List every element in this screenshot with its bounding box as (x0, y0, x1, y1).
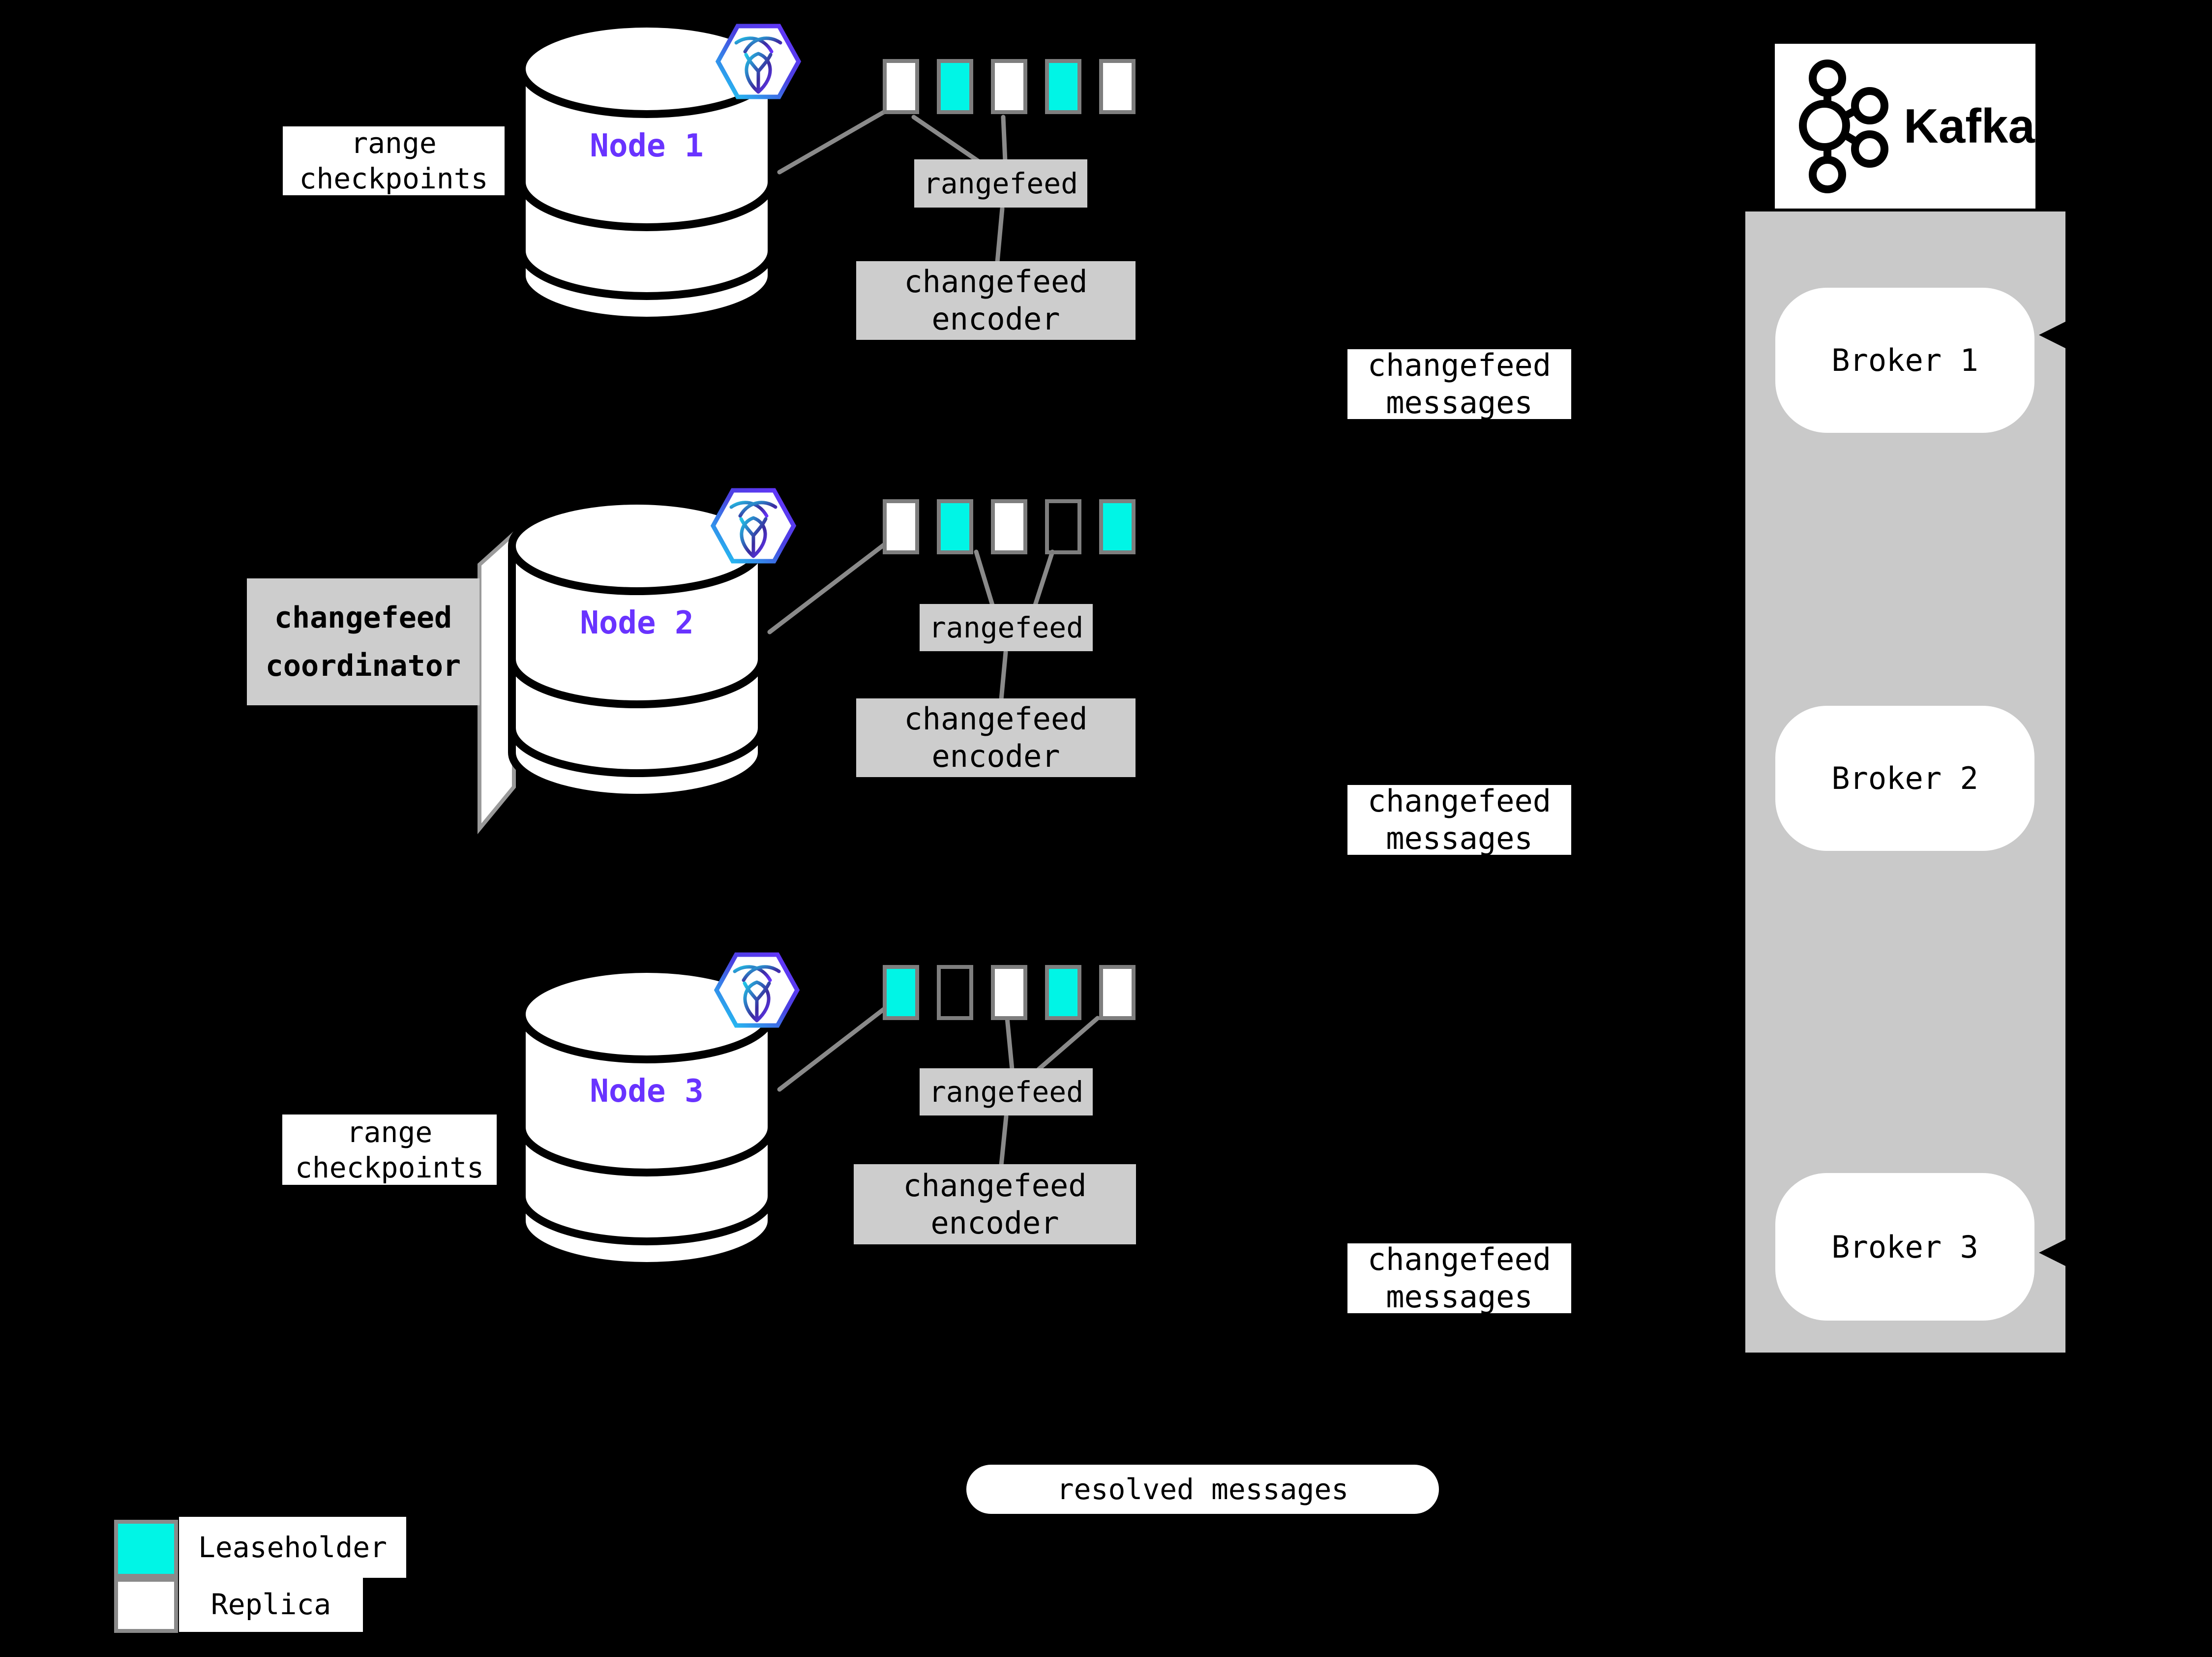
node1-changefeed-encoder-box: changefeed encoder (856, 261, 1136, 340)
range-cell-empty (937, 965, 973, 1020)
node2-rangefeed-box: rangefeed (920, 604, 1093, 651)
legend-swatch-leaseholder (114, 1520, 178, 1578)
label-line: encoder (931, 301, 1060, 337)
range-cell-leaseholder (1099, 499, 1136, 554)
label-line: range (351, 126, 437, 160)
connector-lines (767, 110, 1100, 1168)
range-checkpoints-label-node1: range checkpoints (283, 126, 505, 195)
label-line: coordinator (265, 649, 461, 683)
label-line: checkpoints (299, 162, 488, 195)
range-cell-replica (991, 965, 1027, 1020)
node2-changefeed-encoder-box: changefeed encoder (856, 698, 1136, 777)
kafka-header-box: Kafka (1775, 44, 2035, 209)
coordinator-flag-strip (478, 529, 516, 835)
range-cell-leaseholder (937, 59, 973, 114)
kafka-broker-2: Broker 2 (1775, 706, 2034, 851)
rangefeed-label: rangefeed (923, 167, 1078, 200)
kafka-broker-1: Broker 1 (1775, 288, 2034, 433)
label-line: changefeed (274, 601, 452, 635)
node3-changefeed-encoder-box: changefeed encoder (854, 1164, 1136, 1244)
rangefeed-label: rangefeed (928, 611, 1084, 644)
range-cell-replica (991, 499, 1027, 554)
node3-range-row (883, 965, 1136, 1020)
node1-range-row (883, 59, 1136, 114)
node1-rangefeed-box: rangefeed (914, 159, 1087, 208)
node2-range-row (883, 499, 1136, 554)
node1-label: Node 1 (590, 128, 704, 164)
label-line: encoder (931, 738, 1060, 774)
label-line: checkpoints (295, 1150, 484, 1184)
node3-changefeed-messages-label: changefeed messages (1347, 1241, 1571, 1315)
label-line: changefeed (1367, 1241, 1552, 1277)
legend-label-leaseholder: Leaseholder (179, 1517, 406, 1578)
label-line: changefeed (904, 701, 1088, 737)
label-line: range (346, 1115, 433, 1149)
label-line: messages (1386, 385, 1533, 421)
range-cell-empty (1045, 499, 1081, 554)
arrowhead-into-broker-3 (2039, 1235, 2073, 1270)
kafka-title: Kafka (1904, 99, 2035, 153)
label-line: changefeed (903, 1167, 1087, 1204)
kafka-circles-icon (1799, 60, 1888, 193)
label-line: encoder (930, 1205, 1059, 1241)
node3-rangefeed-box: rangefeed (920, 1068, 1093, 1115)
arrowhead-into-broker-1 (2039, 318, 2073, 352)
node2-changefeed-messages-label: changefeed messages (1347, 783, 1571, 856)
rangefeed-label: rangefeed (928, 1075, 1084, 1109)
changefeed-coordinator-box: changefeed coordinator (247, 578, 479, 705)
range-cell-replica (883, 59, 919, 114)
kafka-broker-3: Broker 3 (1775, 1173, 2034, 1321)
range-cell-leaseholder (937, 499, 973, 554)
label-line: changefeed (904, 264, 1088, 300)
label-line: messages (1386, 820, 1533, 856)
range-cell-replica (1099, 965, 1136, 1020)
node2-label: Node 2 (580, 605, 694, 641)
label-line: changefeed (1367, 783, 1552, 819)
range-cell-leaseholder (1045, 965, 1081, 1020)
range-checkpoints-label-node3: range checkpoints (282, 1115, 497, 1185)
legend-swatch-replica (114, 1578, 178, 1633)
range-cell-replica (1099, 59, 1136, 114)
label-line: messages (1386, 1279, 1533, 1315)
range-cell-leaseholder (1045, 59, 1081, 114)
resolved-messages-pill: resolved messages (966, 1465, 1439, 1514)
range-cell-replica (991, 59, 1027, 114)
label-line: changefeed (1367, 347, 1552, 383)
node3-label: Node 3 (590, 1073, 704, 1110)
range-cell-replica (883, 499, 919, 554)
node1-changefeed-messages-label: changefeed messages (1347, 347, 1571, 421)
legend-label-replica: Replica (179, 1577, 363, 1632)
range-cell-leaseholder (883, 965, 919, 1020)
